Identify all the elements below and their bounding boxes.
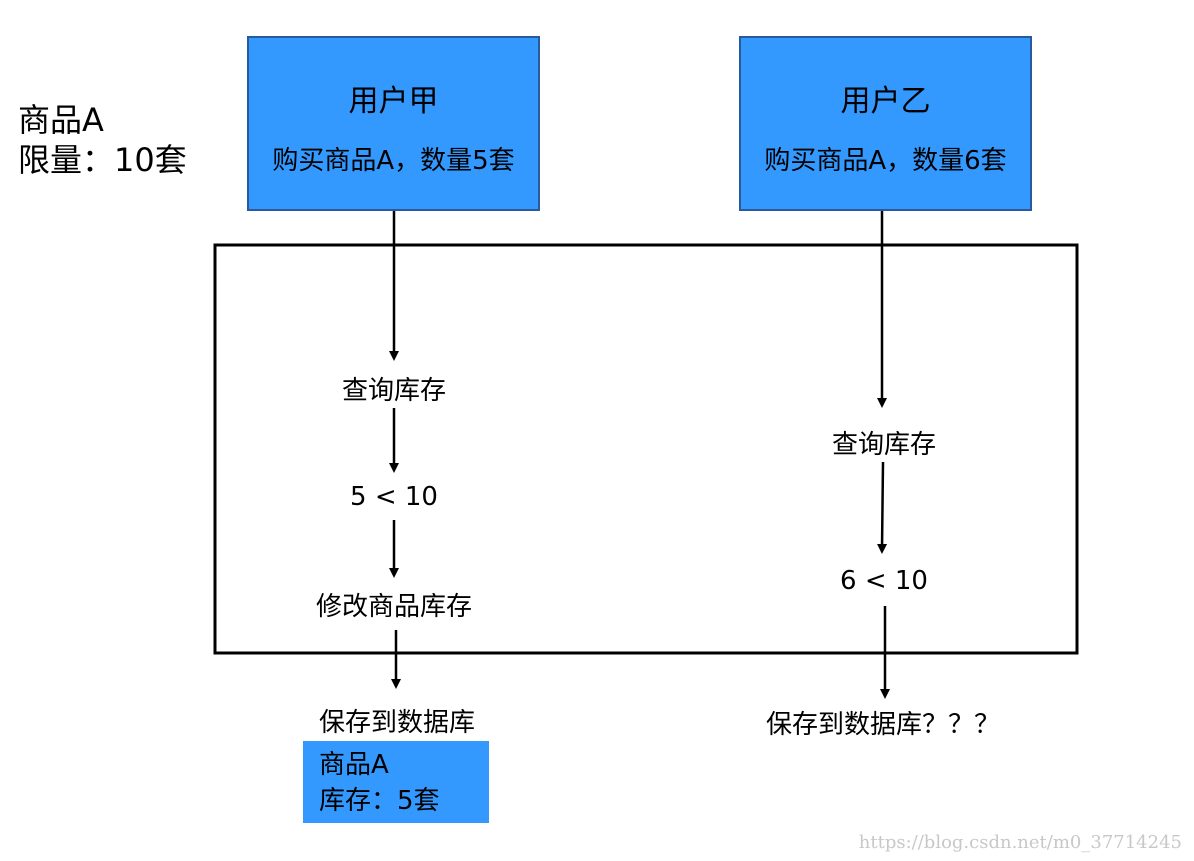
user-a-step-save: 保存到数据库 [318, 708, 475, 738]
user-b-step-compare: 6 < 10 [840, 566, 928, 596]
result-product: 商品A [319, 750, 389, 780]
user-a-step-compare: 5 < 10 [350, 482, 438, 512]
user-a-action: 购买商品A，数量5套 [272, 146, 515, 176]
user-a-box: 用户甲 购买商品A，数量5套 [247, 36, 540, 211]
user-a-result-box: 商品A 库存：5套 [303, 741, 489, 823]
result-stock: 库存：5套 [319, 786, 440, 816]
user-b-box: 用户乙 购买商品A，数量6套 [739, 36, 1032, 211]
user-a-title: 用户甲 [348, 84, 439, 119]
user-a-step-update: 修改商品库存 [315, 592, 472, 622]
product-label: 商品A 限量：10套 [18, 100, 187, 180]
watermark: https://blog.csdn.net/m0_37714245 [858, 832, 1182, 853]
product-limit: 限量：10套 [18, 141, 187, 179]
user-b-step-query: 查询库存 [831, 430, 936, 460]
transaction-frame [213, 243, 1079, 655]
user-b-step-save: 保存到数据库？？？ [765, 710, 1000, 740]
user-b-action: 购买商品A，数量6套 [764, 146, 1007, 176]
user-a-step-query: 查询库存 [341, 376, 446, 406]
arrow-b-2 [877, 461, 888, 554]
user-b-title: 用户乙 [840, 84, 931, 119]
product-name: 商品A [18, 101, 104, 139]
